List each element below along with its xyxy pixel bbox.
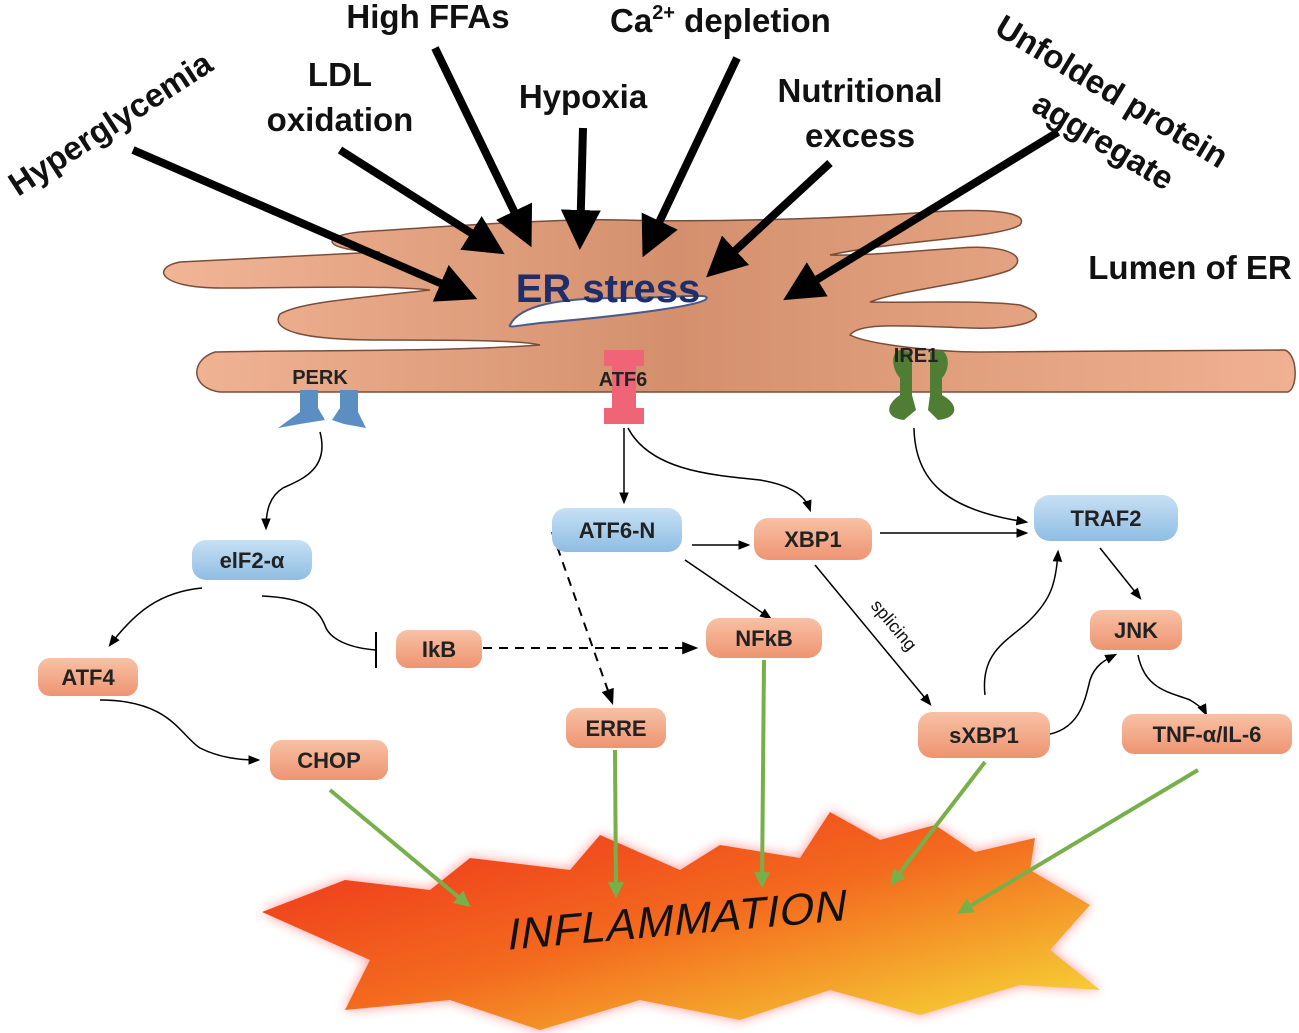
dashed-atf6n-erre — [551, 531, 614, 706]
node-ikb: IkB — [396, 630, 482, 668]
node-jnk: JNK — [1090, 610, 1182, 650]
dashed-arrows — [483, 531, 699, 706]
label-hypoxia: Hypoxia — [519, 78, 648, 115]
pathway-arrows — [99, 427, 1208, 765]
green-erre — [607, 749, 624, 899]
node-eif2a-label: elF2-α — [220, 548, 285, 573]
lumen-of-er-label: Lumen of ER — [1088, 249, 1292, 286]
green-tnf — [957, 768, 1200, 914]
green-chop — [328, 788, 471, 908]
node-tnf: TNF-α/IL-6 — [1122, 714, 1292, 754]
node-erre-label: ERRE — [585, 716, 646, 741]
arrow-sxbp1-jnk — [1044, 653, 1118, 736]
node-jnk-label: JNK — [1114, 618, 1158, 643]
label-ldl-line2: oxidation — [267, 101, 414, 138]
perk-receptor — [278, 390, 366, 428]
label-hyperglycemia: Hyperglycemia — [2, 44, 220, 203]
node-xbp1: XBP1 — [754, 518, 872, 560]
node-nfkb: NFkB — [706, 618, 822, 658]
node-traf2: TRAF2 — [1034, 495, 1178, 541]
ire1-label: IRE1 — [894, 345, 938, 367]
arrow-ire1-traf2 — [913, 427, 1029, 526]
arrow-xbp1-sxbp1 — [814, 564, 932, 706]
label-high-ffas: High FFAs — [346, 0, 509, 35]
arrow-ca — [641, 56, 741, 258]
atf6-receptor — [604, 350, 644, 424]
node-atf4-label: ATF4 — [61, 665, 115, 690]
label-ca-depletion: Ca2+ depletion — [610, 2, 831, 39]
node-traf2-label: TRAF2 — [1071, 506, 1142, 531]
node-tnf-label: TNF-α/IL-6 — [1153, 722, 1262, 747]
node-ikb-label: IkB — [422, 637, 456, 662]
label-ldl-line1: LDL — [308, 56, 372, 93]
arrow-nutritional — [706, 160, 833, 278]
arrow-hyperglycemia — [131, 146, 478, 302]
label-nutritional-line1: Nutritional — [778, 72, 943, 109]
node-nfkb-label: NFkB — [735, 626, 792, 651]
node-sxbp1: sXBP1 — [918, 712, 1050, 758]
arrow-eif2a-atf4 — [108, 587, 203, 647]
splicing-label: splicing — [867, 596, 921, 655]
er-stress-label: ER stress — [516, 267, 701, 311]
node-sxbp1-label: sXBP1 — [949, 723, 1019, 748]
arrow-hypoxia — [560, 127, 601, 250]
node-atf6n: ATF6-N — [552, 508, 682, 552]
stressor-arrows — [131, 46, 1061, 302]
arrow-unfolded — [783, 128, 1061, 301]
green-sxbp1 — [890, 760, 987, 886]
arrow-atf4-chop — [99, 699, 261, 765]
arrow-atf6-xbp1 — [627, 427, 812, 513]
green-nfkb — [754, 659, 771, 889]
node-erre: ERRE — [566, 708, 666, 748]
arrow-sxbp1-traf2 — [983, 549, 1063, 696]
inhibit-eif2a-ikb — [261, 595, 377, 651]
perk-label: PERK — [292, 367, 348, 389]
er-membrane — [162, 209, 1296, 393]
arrow-atf6n-nfkb — [684, 559, 772, 620]
ire1-receptor — [889, 350, 955, 420]
arrow-traf2-jnk — [1099, 547, 1142, 600]
arrow-perk-eif2a — [261, 431, 323, 531]
arrow-ldl — [337, 146, 505, 255]
atf6-label: ATF6 — [599, 369, 648, 391]
node-xbp1-label: XBP1 — [784, 527, 841, 552]
label-nutritional-line2: excess — [805, 117, 915, 154]
node-atf4: ATF4 — [38, 658, 138, 696]
node-eif2a: elF2-α — [192, 540, 312, 580]
arrow-jnk-tnf — [1137, 654, 1208, 717]
arrow-ffas — [431, 46, 533, 248]
node-chop: CHOP — [270, 740, 388, 780]
inflammation-arrows — [328, 659, 1200, 914]
inflammation-shape — [262, 812, 1100, 1030]
node-chop-label: CHOP — [297, 748, 361, 773]
node-atf6n-label: ATF6-N — [579, 518, 656, 543]
